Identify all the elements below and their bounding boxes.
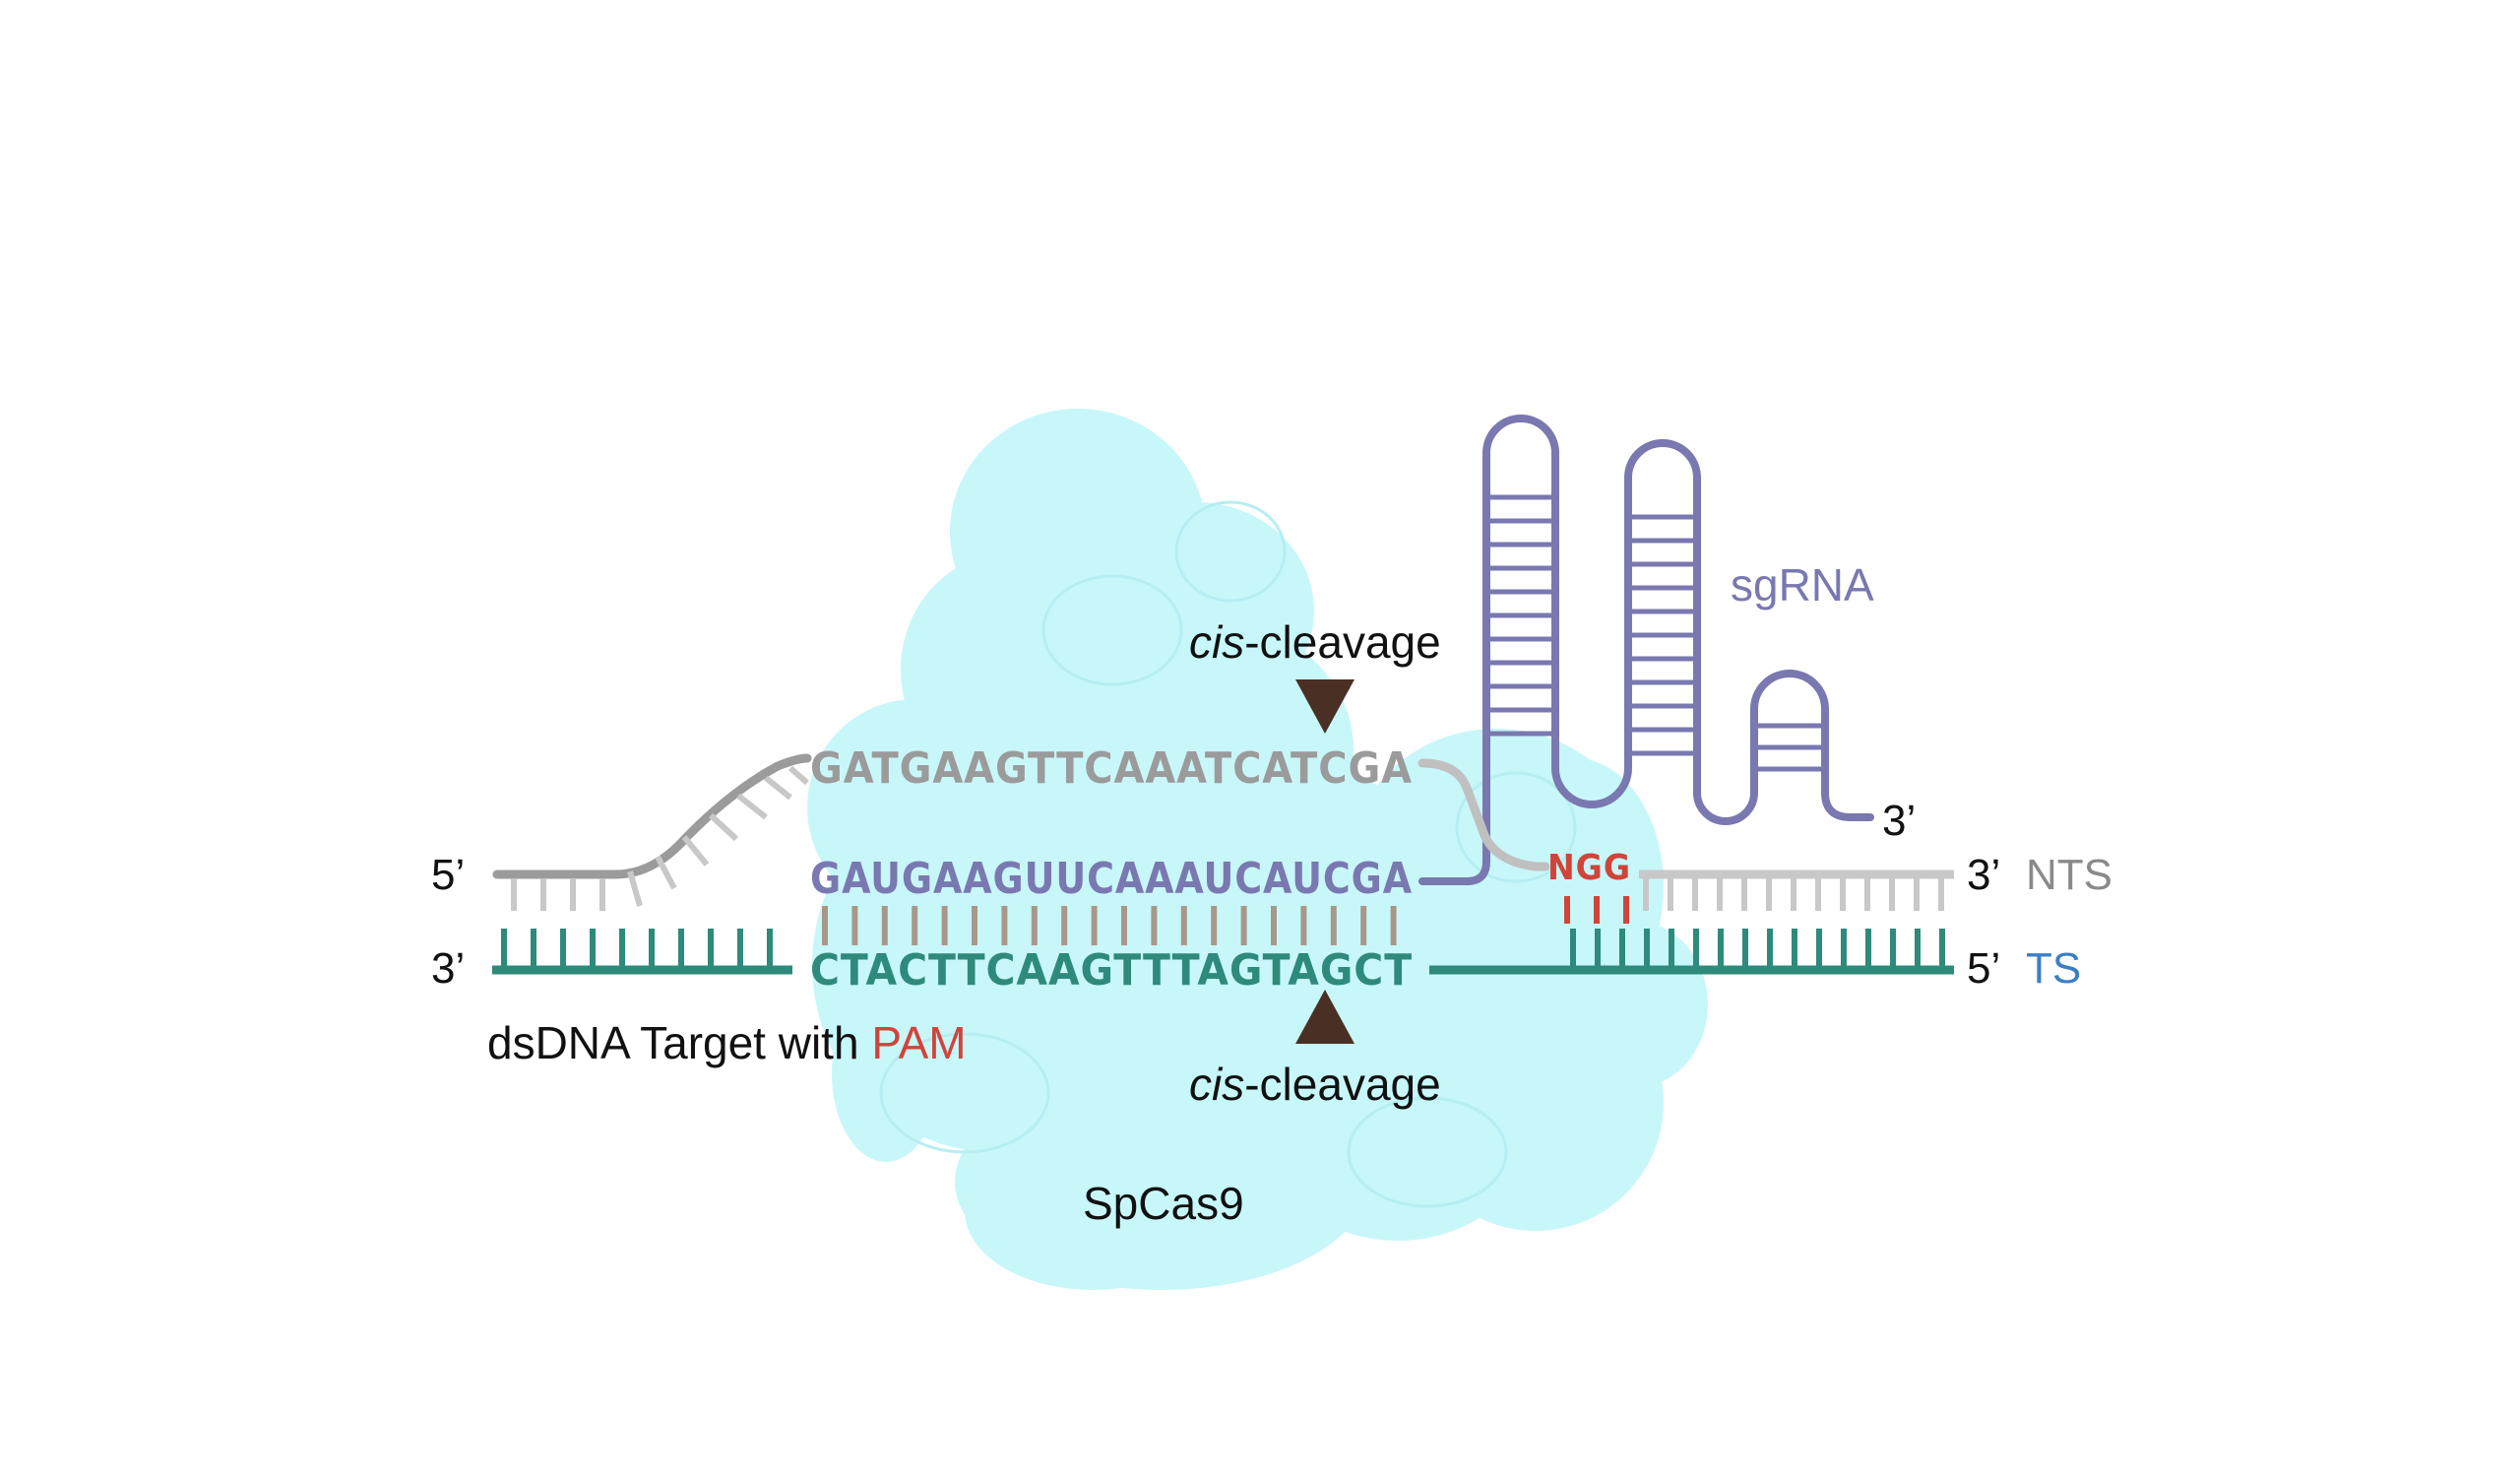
cleavage-arrow-top (1295, 679, 1354, 734)
rloop-base-pairs (822, 906, 1397, 945)
cis-italic-top: cis (1189, 616, 1244, 668)
ts-sequence: CTACTTCAAGTTTAGTAGCT (810, 945, 1413, 996)
left-top-end-label: 5’ (431, 851, 465, 899)
nts-base-tick (627, 870, 643, 907)
left-bottom-end-label: 3’ (431, 944, 465, 993)
protein-label: SpCas9 (1083, 1178, 1244, 1229)
sgrna-structure (1418, 415, 1874, 885)
nts-connector (1418, 758, 1550, 871)
pam-sequence: NGG (1547, 848, 1631, 888)
nts-base-tick (708, 812, 739, 842)
target-caption: dsDNA Target with PAM (487, 1017, 967, 1068)
protein-texture (879, 500, 1577, 1208)
cleavage-text-bottom: -cleavage (1244, 1059, 1440, 1110)
nts-left-backbone (492, 753, 812, 879)
nts-base-tick (681, 835, 710, 867)
cleavage-arrow-bottom (1295, 990, 1354, 1044)
ts-name-label: TS (2026, 944, 2081, 993)
left-duplex (492, 753, 812, 975)
nts-name-label: NTS (2026, 851, 2112, 899)
cis-cleavage-label-top: cis-cleavage (1189, 616, 1441, 668)
nts-sequence: GATGAAGTTCAAATCATCGA (810, 743, 1413, 794)
sgrna-label: sgRNA (1731, 559, 1874, 611)
right-duplex (1429, 869, 1954, 975)
sgrna-stem-rungs (1486, 494, 1825, 772)
nts-base-tick (764, 775, 792, 801)
nts-base-tick (788, 765, 809, 786)
target-caption-text: dsDNA Target with (487, 1017, 871, 1068)
right-bottom-end-label: 5’ (1967, 944, 2000, 993)
cis-cleavage-label-bottom: cis-cleavage (1189, 1059, 1441, 1110)
nts-base-tick (655, 855, 677, 890)
right-top-end-label: 3’ (1967, 851, 2000, 899)
guide-rna-sequence: GAUGAAGUUCAAAUCAUCGA (810, 854, 1413, 904)
nts-base-tick (736, 793, 768, 820)
cis-italic-bottom: cis (1189, 1059, 1244, 1110)
target-caption-pam: PAM (871, 1017, 966, 1068)
cleavage-text-top: -cleavage (1244, 616, 1440, 668)
sgrna-3prime-label: 3’ (1882, 797, 1916, 845)
